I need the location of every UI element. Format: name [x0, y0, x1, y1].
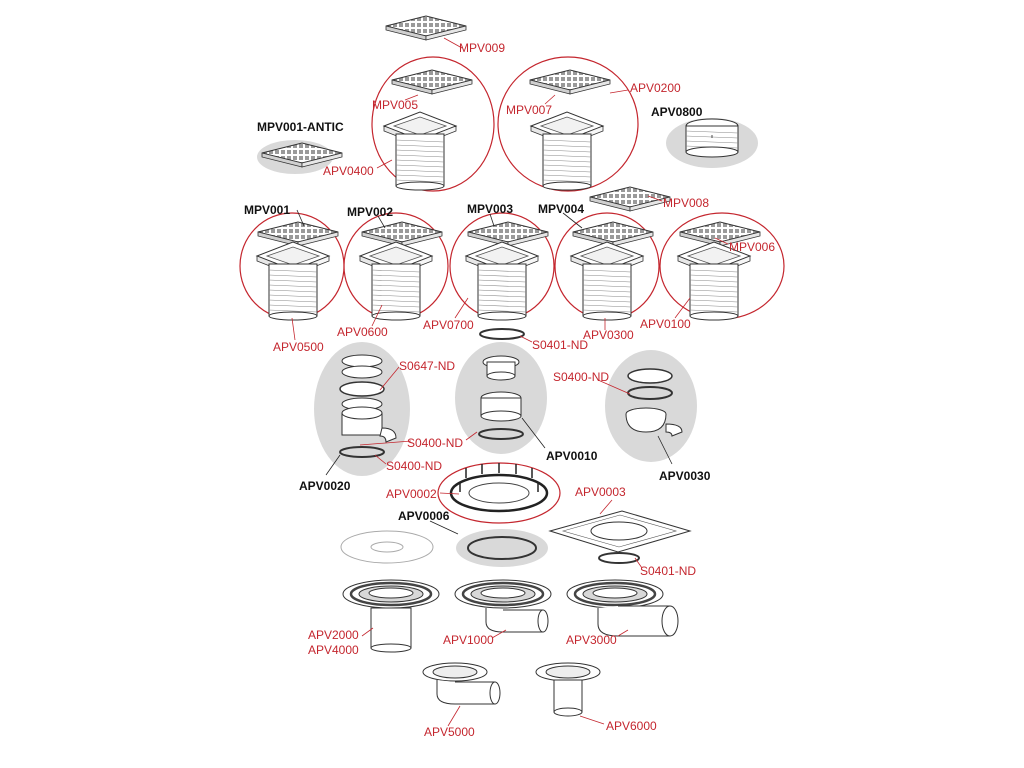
label-apv0010: APV0010	[546, 449, 598, 463]
label-apv0003: APV0003	[575, 485, 626, 499]
label-s0401-top: S0401-ND	[532, 338, 588, 352]
label-apv0500: APV0500	[273, 340, 324, 354]
assembly-row2-4	[554, 212, 660, 321]
trap-apv0030	[605, 350, 697, 462]
label-apv0800: APV0800	[651, 105, 703, 119]
label-apv2000: APV2000	[308, 628, 359, 642]
assembly-row2-1	[239, 212, 345, 321]
label-mpv001: MPV001	[244, 203, 290, 217]
label-apv0600: APV0600	[337, 325, 388, 339]
drain-apv1000	[453, 578, 553, 633]
assembly-circle-right	[497, 56, 639, 192]
label-apv0002: APV0002	[386, 487, 437, 501]
label-mpv006: MPV006	[729, 240, 775, 254]
seal-apv0006	[456, 529, 548, 567]
adapter-apv0800	[666, 118, 758, 168]
assembly-row2-5	[659, 212, 785, 321]
label-apv0030: APV0030	[659, 469, 711, 483]
trap-apv0010	[455, 342, 547, 454]
label-apv0300: APV0300	[583, 328, 634, 342]
drain-apv2000	[341, 578, 441, 653]
label-apv3000: APV3000	[566, 633, 617, 647]
label-mpv004: MPV004	[538, 202, 584, 216]
label-apv0020: APV0020	[299, 479, 351, 493]
seal-s0401-top	[479, 328, 525, 340]
label-mpv007: MPV007	[506, 103, 552, 117]
grate-mpv008	[589, 186, 671, 212]
label-mpv009: MPV009	[459, 41, 505, 55]
trap-apv0020	[314, 342, 410, 476]
flange-apv0003	[548, 510, 692, 564]
drain-apv6000	[535, 662, 601, 717]
label-mpv008: MPV008	[663, 196, 709, 210]
label-apv6000: APV6000	[606, 719, 657, 733]
assembly-row2-2	[343, 212, 449, 321]
label-apv0100: APV0100	[640, 317, 691, 331]
grate-mpv001-antic	[257, 140, 343, 174]
label-mpv005: MPV005	[372, 98, 418, 112]
label-apv5000: APV5000	[424, 725, 475, 739]
label-mpv003: MPV003	[467, 202, 513, 216]
label-apv0006: APV0006	[398, 509, 450, 523]
label-s0400-mid: S0400-ND	[407, 436, 463, 450]
label-mpv001-antic: MPV001-ANTIC	[257, 120, 344, 134]
label-mpv002: MPV002	[347, 205, 393, 219]
label-apv0200: APV0200	[630, 81, 681, 95]
drain-apv3000	[565, 578, 679, 637]
label-apv0700: APV0700	[423, 318, 474, 332]
grate-mpv009	[385, 15, 467, 41]
membrane-disc	[340, 530, 434, 564]
red-part-labels: MPV009 MPV005 MPV007 APV0200 APV0400 MPV…	[273, 41, 775, 739]
label-s0400-left: S0400-ND	[386, 459, 442, 473]
assembly-row2-3	[449, 212, 555, 321]
label-s0400-right: S0400-ND	[553, 370, 609, 384]
flange-ring-apv0002	[437, 462, 561, 524]
assembly-circle-left	[371, 56, 495, 192]
label-apv4000: APV4000	[308, 643, 359, 657]
drain-apv5000	[422, 662, 501, 705]
black-assembly-labels: MPV001-ANTIC APV0800 MPV001 MPV002 MPV00…	[244, 105, 711, 523]
label-s0401-bottom: S0401-ND	[640, 564, 696, 578]
label-apv1000: APV1000	[443, 633, 494, 647]
leader-lines	[291, 37, 729, 727]
label-apv0400: APV0400	[323, 164, 374, 178]
label-s0647: S0647-ND	[399, 359, 455, 373]
